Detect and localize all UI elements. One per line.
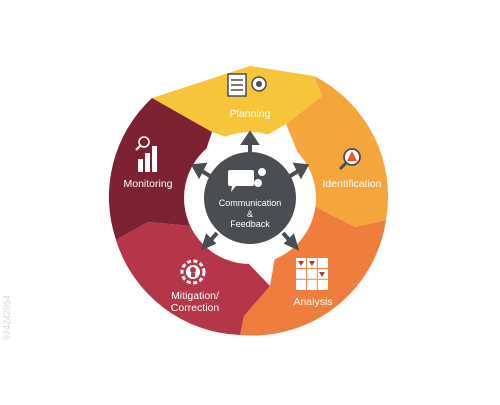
bar-chart-magnifier-icon xyxy=(135,136,157,172)
checklist-target-icon xyxy=(227,73,267,97)
speech-bubble-icon xyxy=(228,168,266,192)
segment-planning xyxy=(152,66,322,145)
label-identification: Identification xyxy=(322,178,382,190)
label-planning: Planning xyxy=(229,108,271,120)
center-label-line3: Feedback xyxy=(230,219,270,229)
label-analysis: Analysis xyxy=(293,296,333,308)
label-mitigation-line1: Mitigation/ xyxy=(171,290,219,302)
label-mitigation: Mitigation/ Correction xyxy=(160,290,230,314)
risk-matrix-icon xyxy=(296,258,328,290)
center-disc xyxy=(204,152,296,244)
label-monitoring: Monitoring xyxy=(123,178,173,190)
center-label-line1: Communication xyxy=(218,198,282,208)
magnifier-warning-icon xyxy=(338,148,361,171)
label-mitigation-line2: Correction xyxy=(170,302,220,314)
watermark-id: 924242954 xyxy=(2,294,12,340)
lightbulb-gear-icon xyxy=(180,259,206,285)
center-label-line2: & xyxy=(246,208,253,219)
center-arrows xyxy=(190,130,310,251)
center-label: Communication & Feedback xyxy=(210,198,290,230)
